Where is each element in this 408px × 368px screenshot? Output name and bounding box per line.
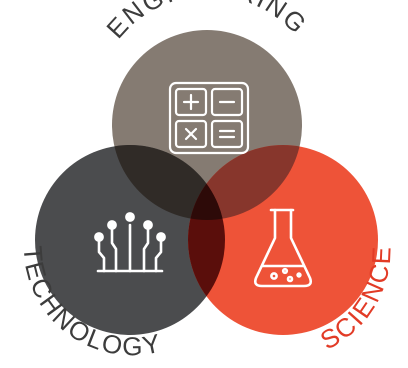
calculator-icon <box>168 81 250 155</box>
engineering-science-overlap <box>188 145 302 220</box>
flask-icon <box>253 208 313 288</box>
engineering-technology-overlap <box>112 145 225 220</box>
circuit-icon <box>94 212 166 273</box>
